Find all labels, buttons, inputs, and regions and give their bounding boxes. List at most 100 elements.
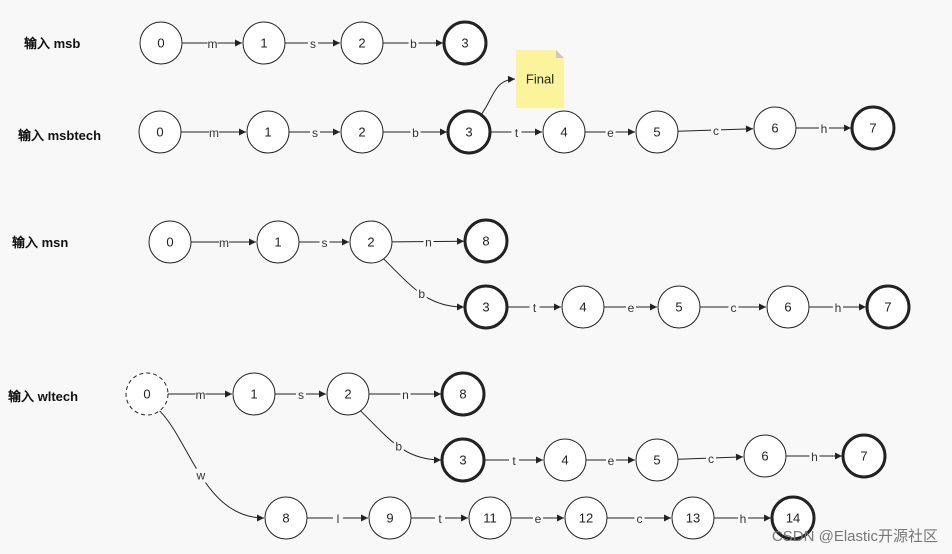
svg-text:t: t [515, 126, 519, 140]
svg-text:5: 5 [653, 453, 660, 468]
svg-text:b: b [412, 126, 419, 140]
svg-text:1: 1 [250, 387, 257, 402]
svg-text:6: 6 [784, 300, 791, 315]
svg-text:b: b [395, 440, 402, 454]
edge-label: s [310, 126, 320, 140]
state-node: 4 [542, 110, 586, 154]
svg-text:s: s [310, 37, 316, 51]
state-node: 3 [446, 109, 492, 155]
edge-label: t [509, 454, 519, 468]
svg-text:e: e [607, 126, 614, 140]
svg-text:7: 7 [884, 300, 891, 315]
state-node: 4 [561, 285, 605, 329]
state-node: 1 [232, 372, 276, 416]
svg-text:3: 3 [482, 300, 489, 315]
svg-text:s: s [298, 388, 304, 402]
svg-text:4: 4 [560, 125, 567, 140]
svg-text:11: 11 [483, 511, 497, 526]
row-label-msb: 输入 msb [24, 36, 80, 51]
state-node: 7 [841, 433, 887, 479]
svg-text:n: n [402, 388, 409, 402]
edge-label: m [209, 126, 219, 140]
edge-label: w [195, 468, 206, 483]
edge-label: s [296, 388, 306, 402]
edge-label: b [410, 126, 421, 140]
svg-text:0: 0 [166, 235, 173, 250]
svg-text:7: 7 [860, 449, 867, 464]
svg-text:6: 6 [761, 449, 768, 464]
edge-label: h [819, 122, 829, 136]
edge-label: h [738, 512, 748, 526]
edge-label: c [711, 124, 721, 138]
svg-text:e: e [535, 512, 542, 526]
svg-text:14: 14 [786, 511, 800, 526]
edge-label: b [416, 287, 427, 302]
svg-text:m: m [196, 388, 206, 402]
edge-label: b [408, 37, 419, 51]
svg-text:w: w [195, 469, 205, 483]
edge-label: m [195, 388, 206, 402]
svg-text:h: h [740, 512, 747, 526]
svg-text:m: m [209, 126, 219, 140]
edge-arrow [159, 410, 265, 522]
svg-text:s: s [312, 126, 318, 140]
svg-text:h: h [821, 122, 828, 136]
svg-text:4: 4 [561, 453, 568, 468]
svg-text:1: 1 [260, 36, 267, 51]
state-node: 3 [440, 437, 486, 483]
state-node: 4 [543, 438, 587, 482]
row-label-wltech: 输入 wltech [8, 389, 78, 404]
edge-label: b [393, 439, 404, 454]
svg-text:5: 5 [675, 300, 682, 315]
svg-text:c: c [637, 512, 643, 526]
state-node: 13 [671, 496, 715, 540]
edge-label: e [606, 454, 616, 468]
svg-text:0: 0 [156, 125, 163, 140]
svg-text:2: 2 [344, 387, 351, 402]
svg-text:t: t [533, 301, 537, 315]
svg-text:2: 2 [367, 235, 374, 250]
edge-label: n [423, 235, 434, 250]
svg-text:h: h [811, 450, 818, 464]
state-node: 1 [256, 220, 300, 264]
svg-text:c: c [713, 124, 719, 138]
note-arrow [480, 75, 516, 116]
state-node: 6 [753, 106, 797, 150]
svg-text:c: c [708, 452, 714, 466]
svg-text:0: 0 [157, 36, 164, 51]
svg-text:8: 8 [282, 511, 289, 526]
svg-text:12: 12 [579, 511, 593, 526]
state-node: 2 [340, 21, 384, 65]
svg-text:3: 3 [459, 453, 466, 468]
edge-label: e [605, 126, 616, 140]
state-node: 7 [865, 284, 911, 330]
svg-text:m: m [219, 236, 229, 250]
state-node: 0 [125, 372, 169, 416]
state-node: 8 [463, 218, 509, 264]
edge-label: c [706, 452, 716, 466]
state-node: 9 [368, 496, 412, 540]
edge-label: l [333, 512, 343, 526]
svg-text:1: 1 [264, 125, 271, 140]
edge-label: m [207, 37, 218, 51]
state-node: 7 [850, 105, 896, 151]
state-node: 0 [139, 21, 183, 65]
edge-label: c [728, 301, 739, 315]
edge-label: c [634, 512, 645, 526]
state-node: 0 [138, 110, 182, 154]
svg-text:b: b [410, 37, 417, 51]
svg-text:l: l [337, 512, 340, 526]
edge-label: e [533, 512, 543, 526]
svg-text:t: t [438, 512, 442, 526]
row-label-msbtech: 输入 msbtech [18, 128, 101, 143]
state-node: 0 [148, 220, 192, 264]
state-node: 1 [246, 110, 290, 154]
edge-label: h [833, 301, 843, 315]
state-node: 8 [264, 496, 308, 540]
svg-text:b: b [418, 287, 425, 301]
state-node: 6 [766, 285, 810, 329]
state-node: 12 [564, 496, 608, 540]
svg-text:s: s [322, 236, 328, 250]
final-note: Final [516, 50, 564, 108]
